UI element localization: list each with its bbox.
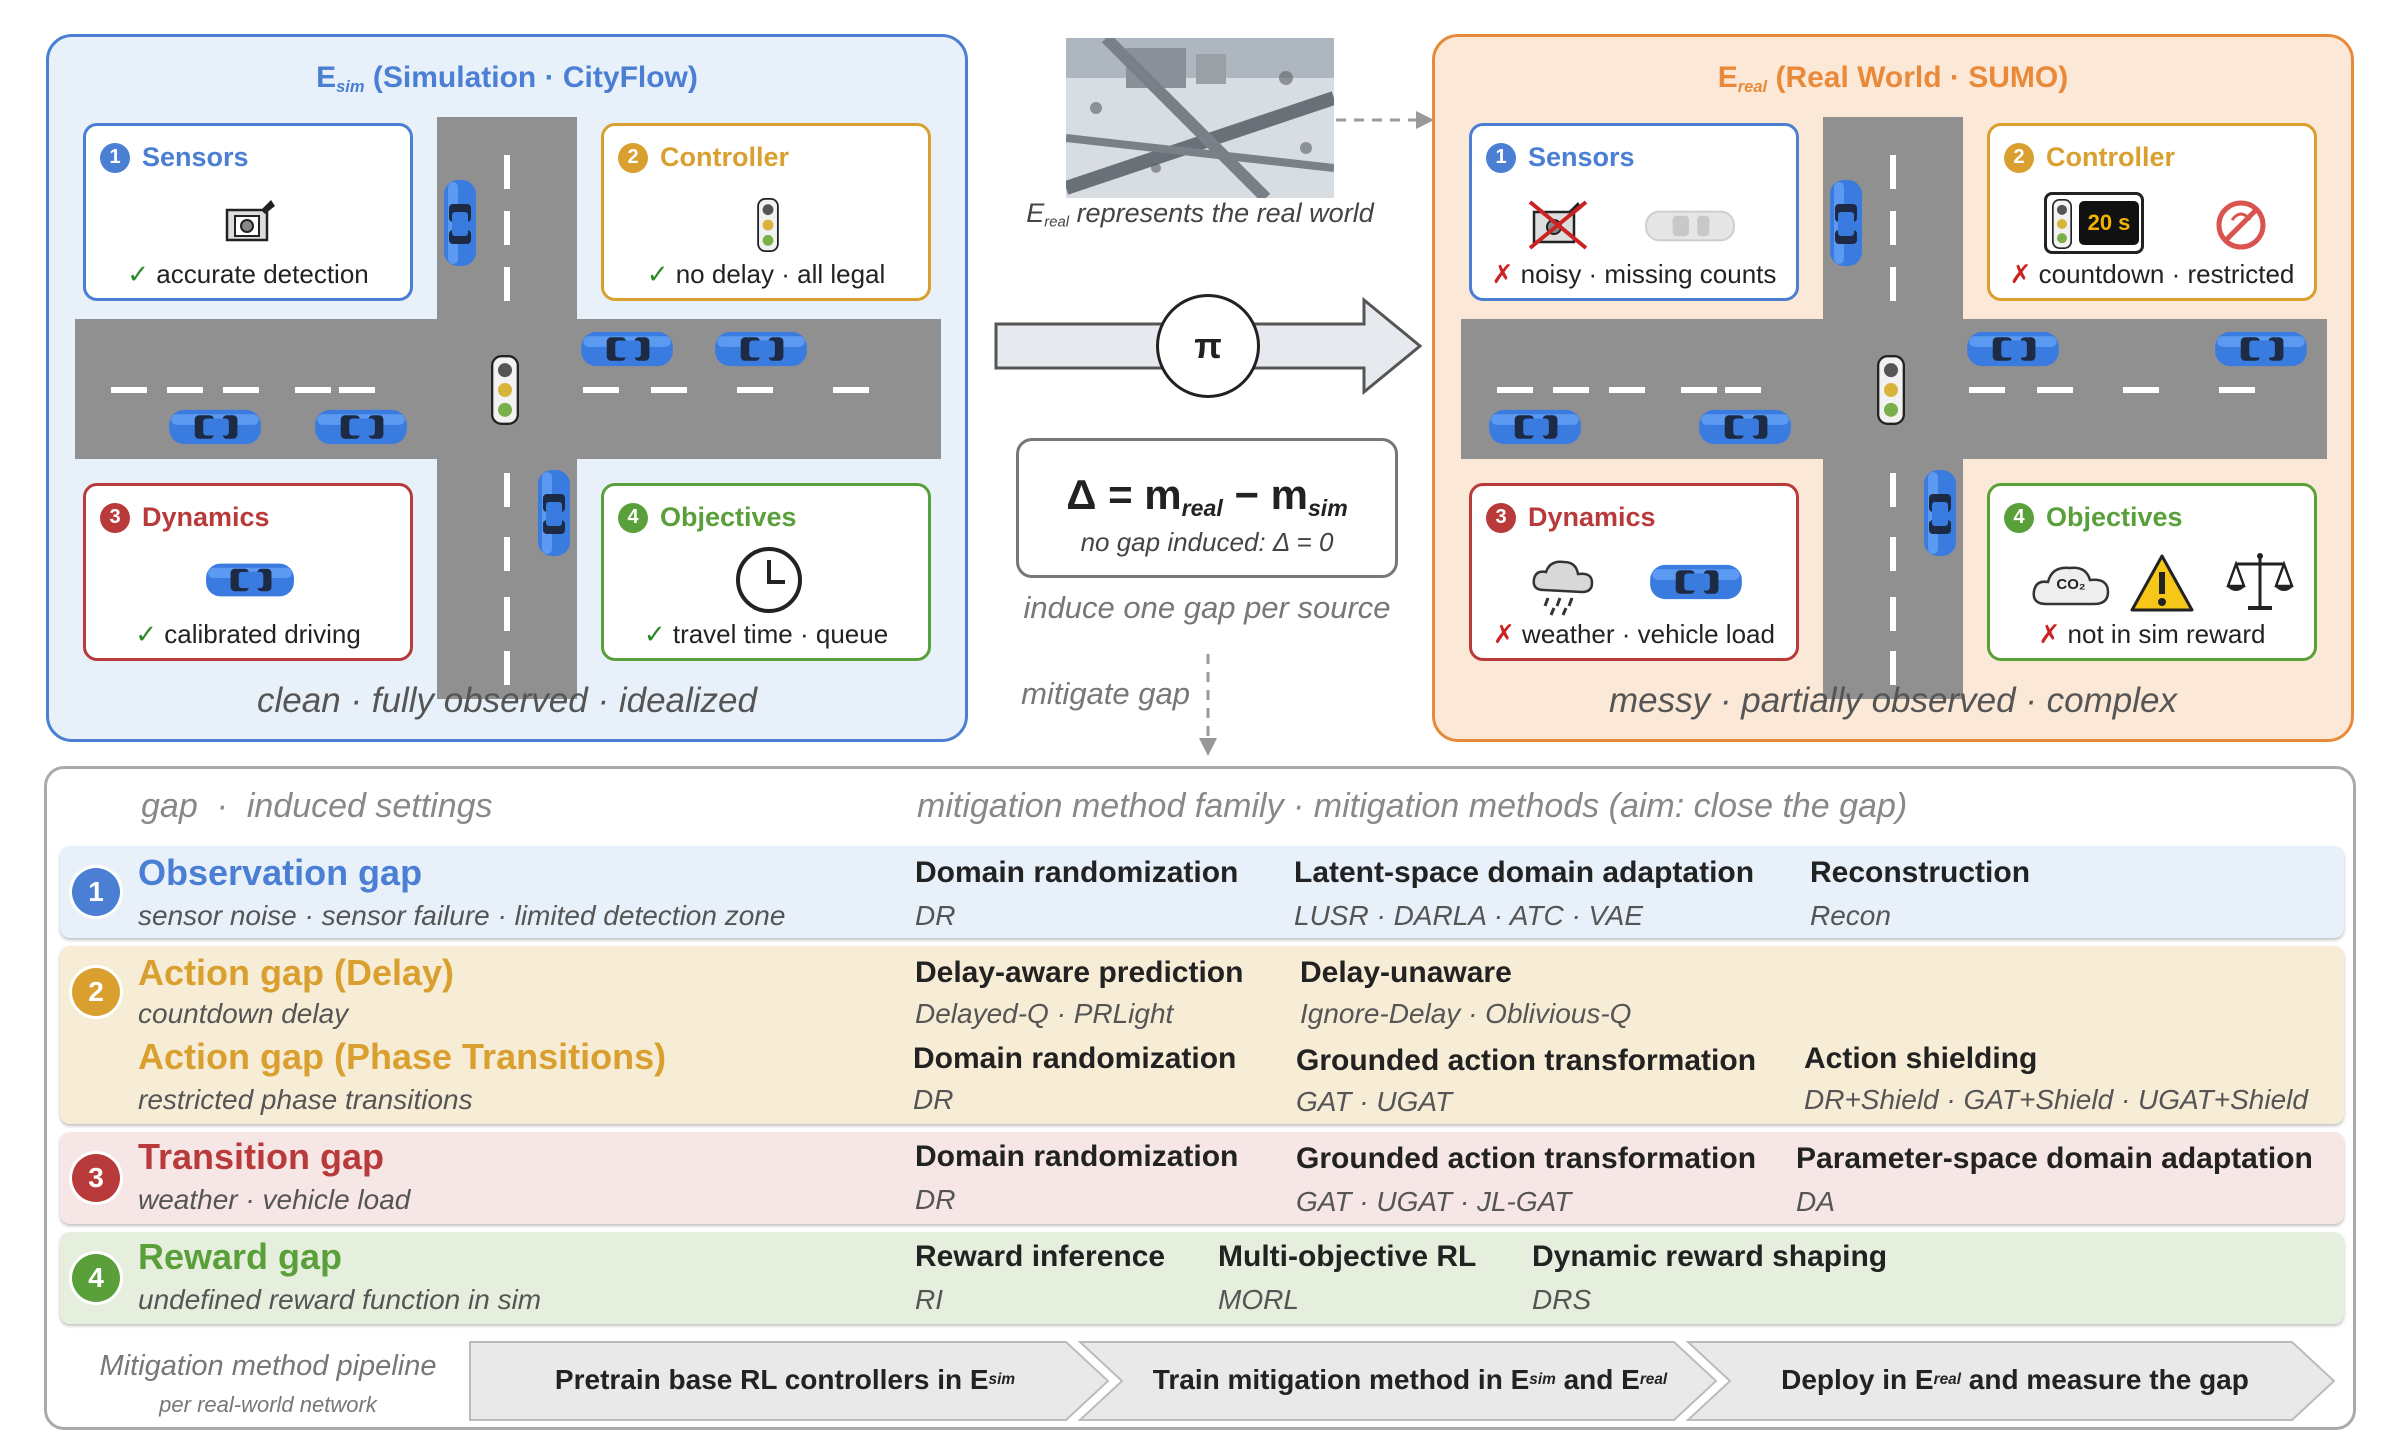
sim-car-5 [167, 405, 263, 449]
mitigate-arrow [1199, 654, 1217, 756]
gap-name-2: Action gap (Phase Transitions) [138, 1036, 667, 1077]
broken-camera-icon [1528, 200, 1588, 250]
real-car-4 [2213, 327, 2309, 371]
real-caption: messy · partially observed · complex [1609, 681, 2177, 720]
gap-name: Observation gap [138, 852, 423, 893]
sim-car-1 [440, 177, 480, 269]
table-row-action: 2 Action gap (Delay) countdown delay Del… [60, 946, 2344, 1124]
gap-name: Reward gap [138, 1236, 343, 1277]
traffic-light-icon [756, 198, 780, 252]
ghost-car-icon [1645, 210, 1735, 242]
real-world-photo [1066, 38, 1334, 198]
table-row-transition: 3 Transition gap weather · vehicle load … [60, 1132, 2344, 1224]
countdown-display: 20 s [2079, 201, 2139, 245]
photo-caption: Ereal represents the real world [1026, 198, 1374, 231]
camera-icon [225, 200, 275, 242]
sim-car-3 [579, 327, 675, 371]
countdown-signal-icon: 20 s [2044, 192, 2144, 254]
clock-icon [736, 547, 802, 613]
pipeline-sublabel: per real-world network [159, 1392, 377, 1417]
gap-settings: weather · vehicle load [138, 1184, 411, 1215]
gap-settings: countdown delay [138, 998, 349, 1029]
induce-label: induce one gap per source [1023, 590, 1391, 625]
prohibited-icon [2216, 200, 2266, 250]
pipeline-label: Mitigation method pipeline [99, 1350, 437, 1382]
mitigate-label: mitigate gap [1021, 676, 1190, 711]
gap-name: Transition gap [138, 1136, 385, 1177]
sim-caption: clean · fully observed · idealized [257, 681, 757, 720]
sim-panel-title: Esim (Simulation · CityFlow) [316, 61, 698, 96]
loaded-car-icon [1648, 560, 1744, 604]
policy-node: π [1156, 294, 1260, 398]
gap-settings-2: restricted phase transitions [138, 1084, 473, 1115]
real-car-3 [1965, 327, 2061, 371]
table-header-right: mitigation method family · mitigation me… [917, 787, 1908, 825]
delta-note: no gap induced: Δ = 0 [1080, 527, 1334, 557]
real-traffic-light-icon [1876, 355, 1906, 425]
photo-to-real-arrow [1336, 111, 1434, 129]
delta-formula: Δ = mreal − msim [1066, 471, 1348, 521]
gap-settings: sensor noise · sensor failure · limited … [138, 900, 786, 931]
table-header-left: gap · induced settings [141, 787, 493, 825]
gap-settings: undefined reward function in sim [138, 1284, 542, 1315]
car-icon [204, 558, 296, 602]
sim-car-4 [713, 327, 809, 371]
scale-balance-icon [2226, 553, 2294, 610]
real-car-2 [1920, 467, 1960, 559]
real-car-5 [1487, 405, 1583, 449]
real-car-1 [1826, 177, 1866, 269]
real-panel-title: Ereal (Real World · SUMO) [1717, 61, 2069, 96]
rain-cloud-icon [1532, 560, 1594, 616]
pipeline-arrows [469, 1341, 2336, 1421]
sim-car-6 [313, 405, 409, 449]
real-car-6 [1697, 405, 1793, 449]
sim-car-2 [534, 467, 574, 559]
co2-cloud-icon: CO₂ [2028, 554, 2114, 614]
table-row-reward: 4 Reward gap undefined reward function i… [60, 1232, 2344, 1324]
delta-box: Δ = mreal − msim no gap induced: Δ = 0 [1016, 438, 1398, 578]
gap-name: Action gap (Delay) [138, 952, 455, 993]
warning-icon [2130, 554, 2194, 612]
table-row-observation: 1 Observation gap sensor noise · sensor … [60, 846, 2344, 938]
sim-traffic-light-icon [490, 355, 520, 425]
